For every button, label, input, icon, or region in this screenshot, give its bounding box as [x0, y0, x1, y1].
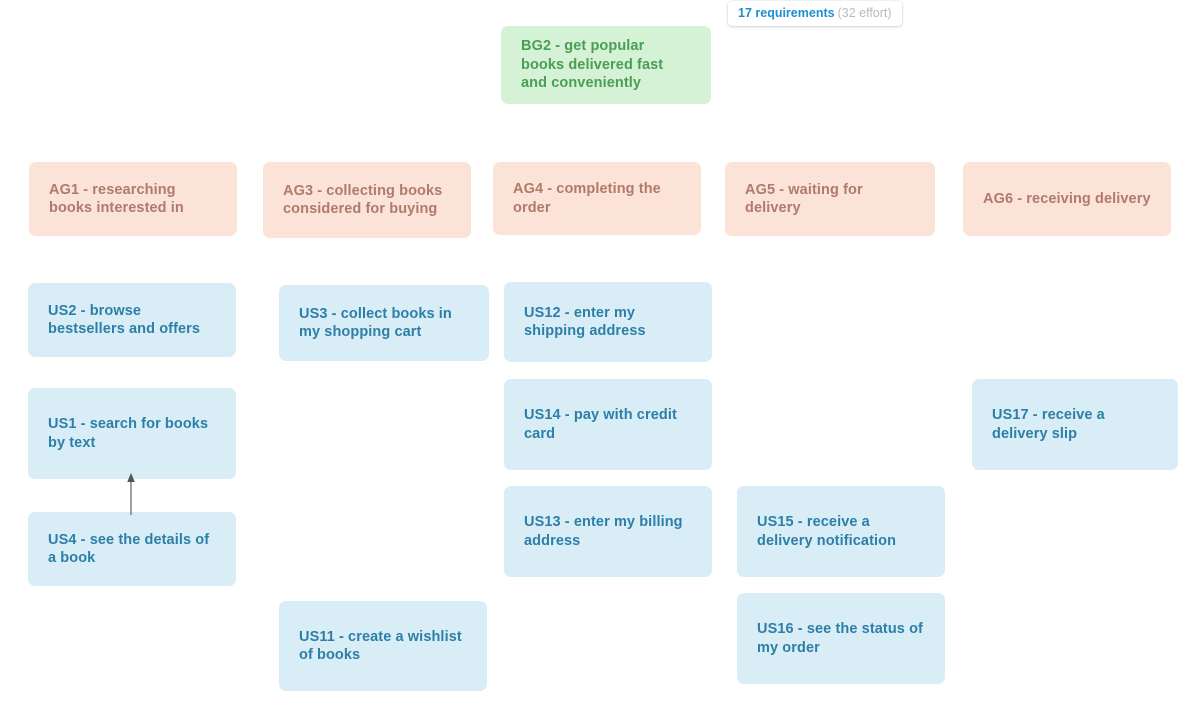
story-card-us4[interactable]: US4 - see the details of a book: [28, 512, 236, 586]
activity-card-label: AG4 - completing the order: [513, 181, 661, 216]
story-card-label: US14 - pay with credit card: [524, 407, 677, 442]
story-card-label: US2 - browse bestsellers and offers: [48, 302, 201, 338]
story-card-us1[interactable]: US1 - search for books by text: [28, 388, 236, 479]
requirements-effort: (32 effort): [837, 6, 892, 20]
goal-card-bg2[interactable]: BG2 - get popular books delivered fast a…: [501, 26, 711, 104]
story-card-us13[interactable]: US13 - enter my billing address: [504, 486, 712, 577]
activity-card-ag5[interactable]: AG5 - waiting for delivery: [725, 162, 935, 236]
story-card-label: US1 - search for books by text: [48, 416, 209, 451]
activity-card-label: AG1 - researching books interested in: [49, 181, 184, 217]
story-card-us17[interactable]: US17 - receive a delivery slip: [972, 379, 1178, 470]
story-card-label: US3 - collect books in my shopping cart: [299, 305, 452, 341]
activity-card-ag6[interactable]: AG6 - receiving delivery: [963, 162, 1171, 236]
story-card-label: US4 - see the details of a book: [48, 531, 210, 567]
story-card-label: US11 - create a wishlist of books: [299, 628, 462, 664]
story-card-label: US13 - enter my billing address: [524, 514, 683, 549]
goal-card-label: BG2 - get popular books delivered fast a…: [521, 38, 664, 92]
story-card-label: US16 - see the status of my order: [757, 621, 923, 656]
story-card-us2[interactable]: US2 - browse bestsellers and offers: [28, 283, 236, 357]
story-card-us14[interactable]: US14 - pay with credit card: [504, 379, 712, 470]
story-card-label: US17 - receive a delivery slip: [992, 407, 1105, 442]
activity-card-ag1[interactable]: AG1 - researching books interested in: [29, 162, 237, 236]
activity-card-label: AG3 - collecting books considered for bu…: [283, 182, 443, 218]
requirements-badge[interactable]: 17 requirements(32 effort): [728, 1, 902, 26]
story-card-us15[interactable]: US15 - receive a delivery notification: [737, 486, 945, 577]
story-card-us11[interactable]: US11 - create a wishlist of books: [279, 601, 487, 691]
story-card-us16[interactable]: US16 - see the status of my order: [737, 593, 945, 684]
story-card-us3[interactable]: US3 - collect books in my shopping cart: [279, 285, 489, 361]
requirements-count: 17 requirements: [738, 6, 835, 20]
activity-card-label: AG6 - receiving delivery: [983, 190, 1151, 207]
activity-card-ag3[interactable]: AG3 - collecting books considered for bu…: [263, 162, 471, 238]
story-card-us12[interactable]: US12 - enter my shipping address: [504, 282, 712, 362]
activity-card-label: AG5 - waiting for delivery: [745, 181, 863, 217]
story-card-label: US15 - receive a delivery notification: [757, 514, 897, 549]
activity-card-ag4[interactable]: AG4 - completing the order: [493, 162, 701, 235]
story-card-label: US12 - enter my shipping address: [524, 304, 646, 340]
